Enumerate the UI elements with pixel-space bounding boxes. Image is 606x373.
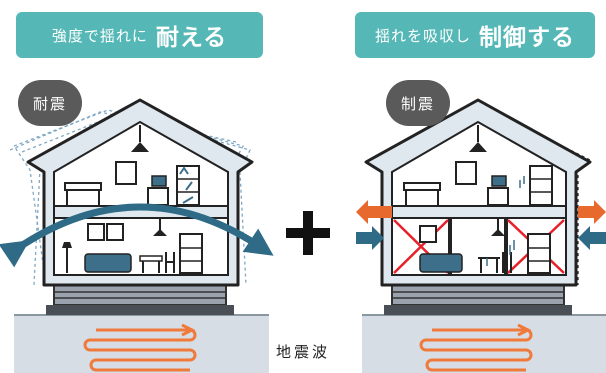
left-banner: 強度で揺れに 耐える <box>16 12 263 58</box>
right-badge: 制震 <box>386 80 450 126</box>
right-orange-arrow-right <box>578 200 606 224</box>
right-wave-icon <box>419 323 533 372</box>
plus-icon <box>286 211 330 255</box>
right-house <box>364 98 592 287</box>
right-blue-arrow-right <box>578 226 606 250</box>
left-sway-arrow <box>0 203 274 268</box>
left-badge: 耐震 <box>18 80 82 126</box>
right-blue-arrow-left <box>356 226 384 250</box>
right-banner-emphasis: 制御する <box>479 25 575 51</box>
left-foundation <box>46 284 234 315</box>
right-orange-arrow-left <box>356 200 392 224</box>
right-banner: 揺れを吸収し 制御する <box>355 12 595 58</box>
left-ground <box>14 314 269 373</box>
left-banner-emphasis: 耐える <box>155 25 228 51</box>
ground-label: 地震波 <box>276 343 331 361</box>
right-foundation <box>384 284 572 315</box>
right-ground <box>362 314 606 373</box>
left-banner-prefix: 強度で揺れに <box>51 26 148 45</box>
left-wave-icon <box>83 323 197 372</box>
right-banner-prefix: 揺れを吸収し <box>374 26 471 45</box>
